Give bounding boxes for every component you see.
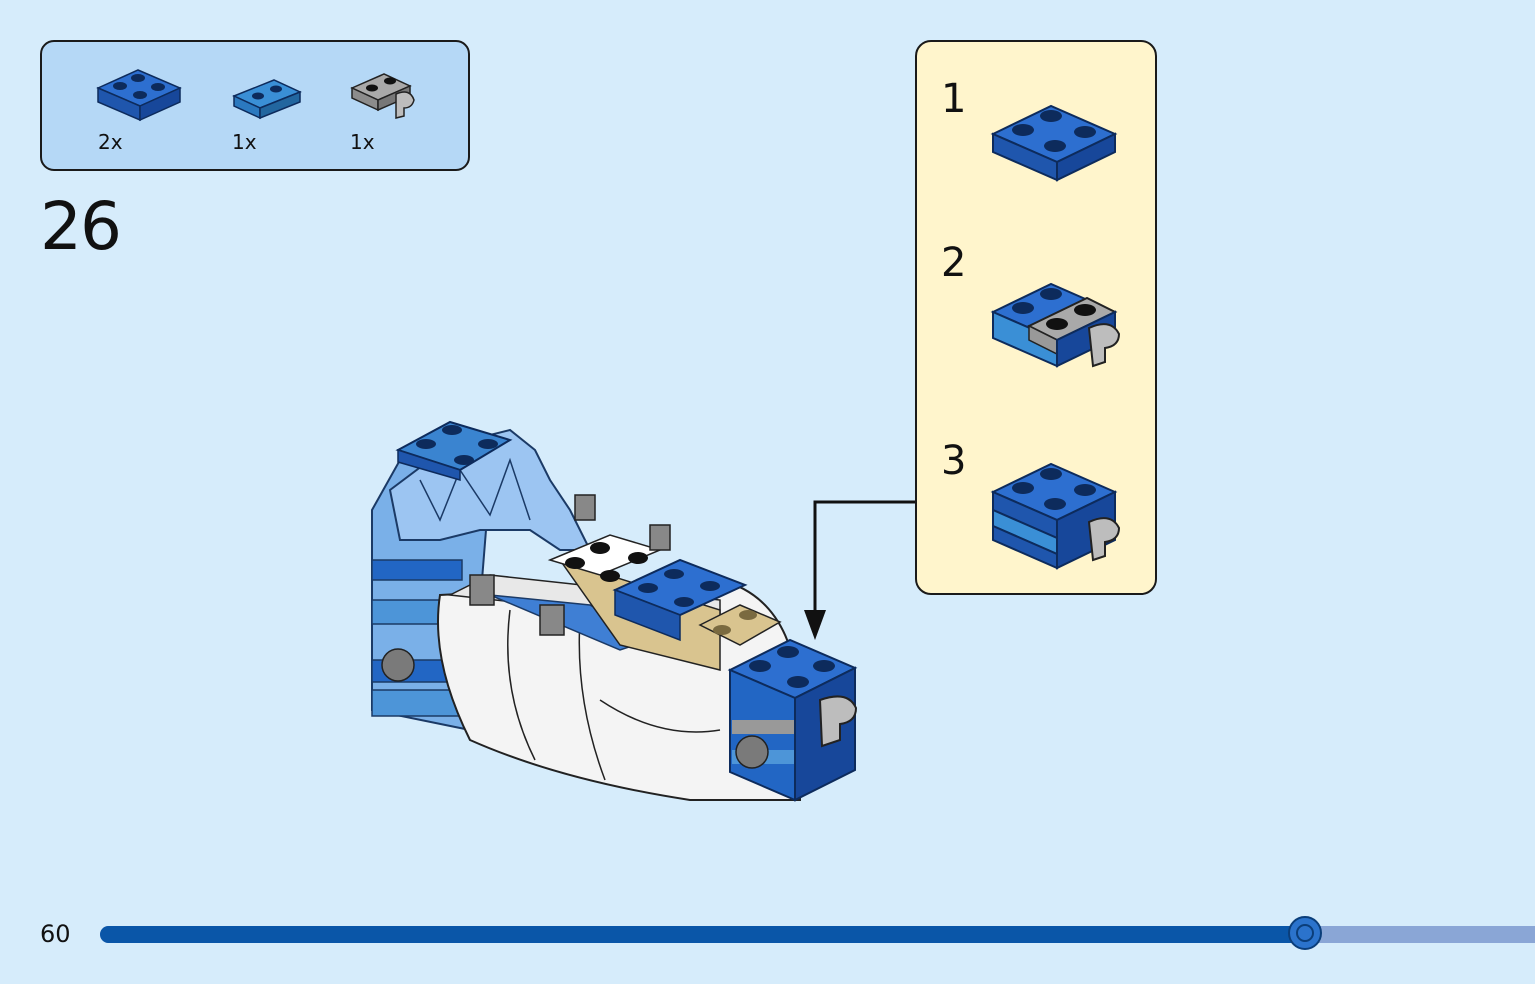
sub-assembly-box: 1 2 3 — [915, 40, 1157, 595]
sub-step-1-plate-icon — [990, 104, 1118, 182]
model-assembly-illustration — [371, 420, 858, 802]
sub-step-label: 2 — [941, 240, 967, 286]
part-quantity: 1x — [350, 130, 375, 154]
part-quantity: 2x — [98, 130, 123, 154]
medium-blue-1x2-plate-icon — [232, 79, 302, 120]
sub-step-label: 1 — [941, 76, 967, 122]
progress-indicator-knob — [1288, 916, 1323, 950]
grey-plate-with-clip-icon — [350, 73, 415, 119]
sub-step-3-assembly-icon — [990, 462, 1121, 570]
page-number: 60 — [40, 920, 71, 948]
step-number: 26 — [40, 188, 122, 265]
part-medium-blue-1x2-plate: 1x — [230, 62, 340, 154]
progress-bar — [100, 916, 1535, 950]
sub-step-label: 3 — [941, 438, 967, 484]
part-grey-plate-with-clip: 1x — [348, 62, 458, 154]
parts-list-box: 2x 1x 1x — [40, 40, 470, 171]
sub-step-2-assembly-icon — [990, 282, 1121, 368]
part-quantity: 1x — [232, 130, 257, 154]
progress-fill — [100, 926, 1306, 943]
part-blue-2x2-plate: 2x — [94, 62, 204, 154]
blue-2x2-plate-icon — [96, 69, 182, 122]
